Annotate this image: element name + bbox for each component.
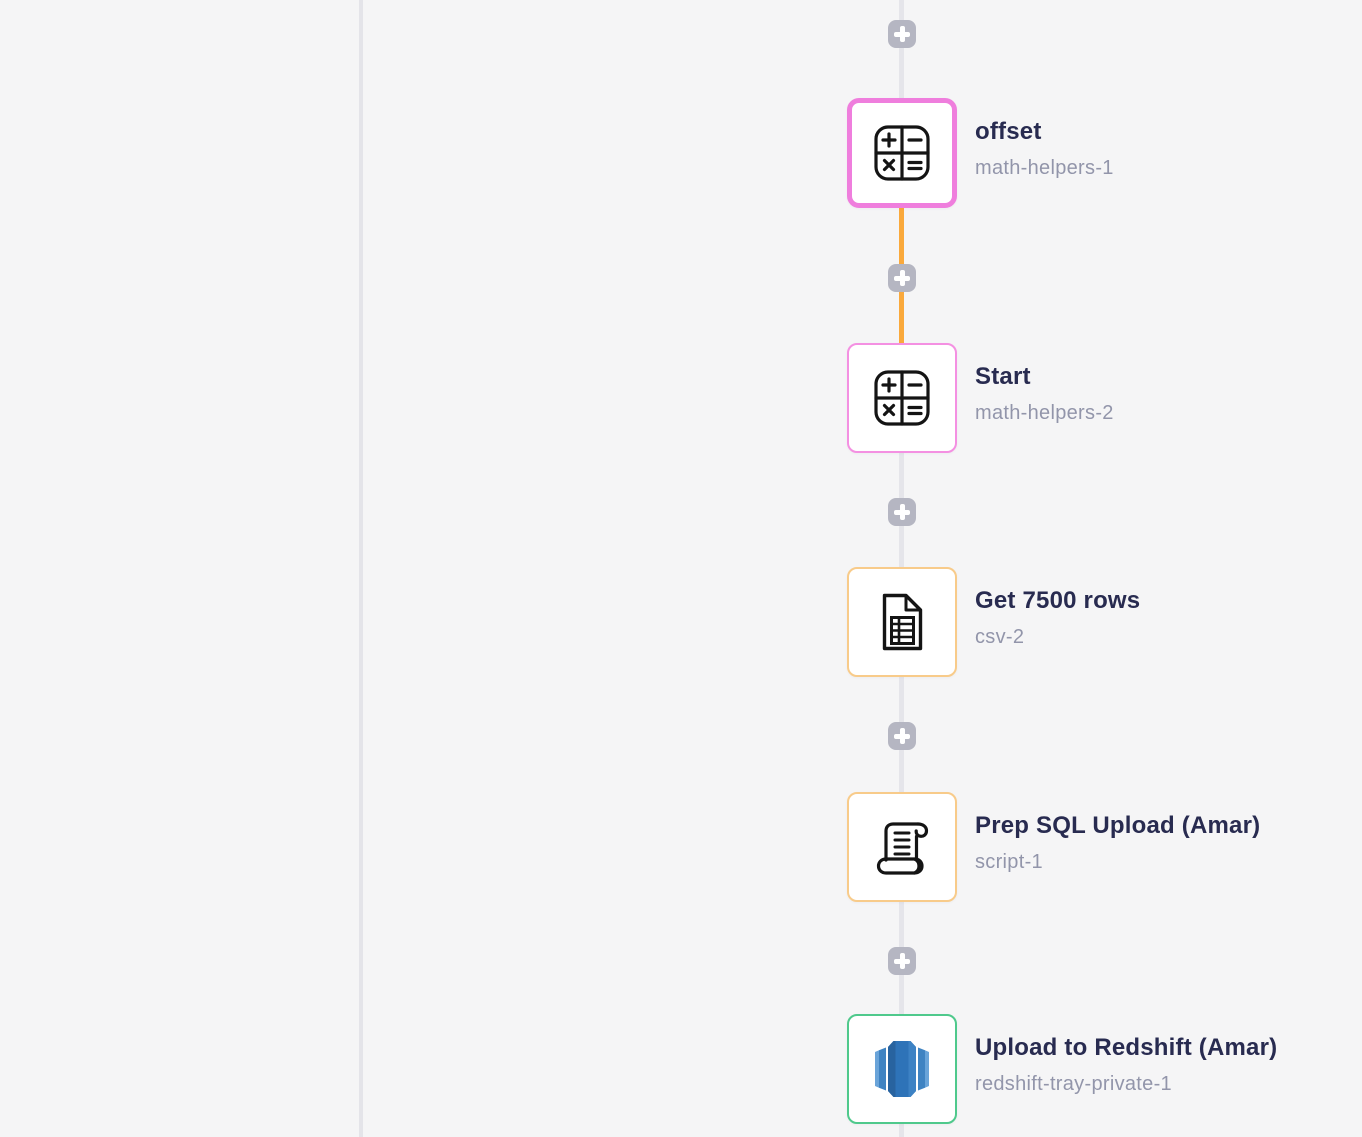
node-title: Get 7500 rows bbox=[975, 587, 1141, 614]
workflow-node-redshift[interactable] bbox=[847, 1014, 957, 1124]
node-subtitle: script-1 bbox=[975, 851, 1043, 873]
workflow-node-csv[interactable] bbox=[847, 567, 957, 677]
node-title: Start bbox=[975, 363, 1031, 390]
plus-icon bbox=[888, 947, 916, 975]
csv-document-icon bbox=[882, 593, 922, 651]
node-label: offset math-helpers-1 bbox=[975, 117, 1362, 182]
node-label: Start math-helpers-2 bbox=[975, 362, 1362, 427]
node-title: Prep SQL Upload (Amar) bbox=[975, 812, 1261, 839]
script-scroll-icon bbox=[876, 822, 929, 875]
plus-icon bbox=[888, 264, 916, 292]
add-step-button[interactable] bbox=[888, 498, 916, 526]
node-title: Upload to Redshift (Amar) bbox=[975, 1034, 1278, 1061]
add-step-button[interactable] bbox=[888, 264, 916, 292]
node-subtitle: math-helpers-2 bbox=[975, 402, 1114, 424]
node-subtitle: csv-2 bbox=[975, 626, 1025, 648]
math-helpers-icon bbox=[874, 370, 930, 426]
plus-icon bbox=[888, 20, 916, 48]
plus-icon bbox=[888, 498, 916, 526]
workflow-node-offset[interactable] bbox=[847, 98, 957, 208]
math-helpers-icon bbox=[874, 125, 930, 181]
node-title: offset bbox=[975, 118, 1042, 145]
node-subtitle: redshift-tray-private-1 bbox=[975, 1073, 1172, 1095]
redshift-icon bbox=[875, 1041, 929, 1097]
node-label: Get 7500 rows csv-2 bbox=[975, 586, 1362, 651]
add-step-button[interactable] bbox=[888, 947, 916, 975]
add-step-button[interactable] bbox=[888, 722, 916, 750]
node-subtitle: math-helpers-1 bbox=[975, 157, 1114, 179]
node-label: Upload to Redshift (Amar) redshift-tray-… bbox=[975, 1033, 1362, 1098]
left-panel-divider bbox=[359, 0, 363, 1137]
add-step-button[interactable] bbox=[888, 20, 916, 48]
node-label: Prep SQL Upload (Amar) script-1 bbox=[975, 811, 1362, 876]
workflow-node-script[interactable] bbox=[847, 792, 957, 902]
workflow-node-start[interactable] bbox=[847, 343, 957, 453]
plus-icon bbox=[888, 722, 916, 750]
